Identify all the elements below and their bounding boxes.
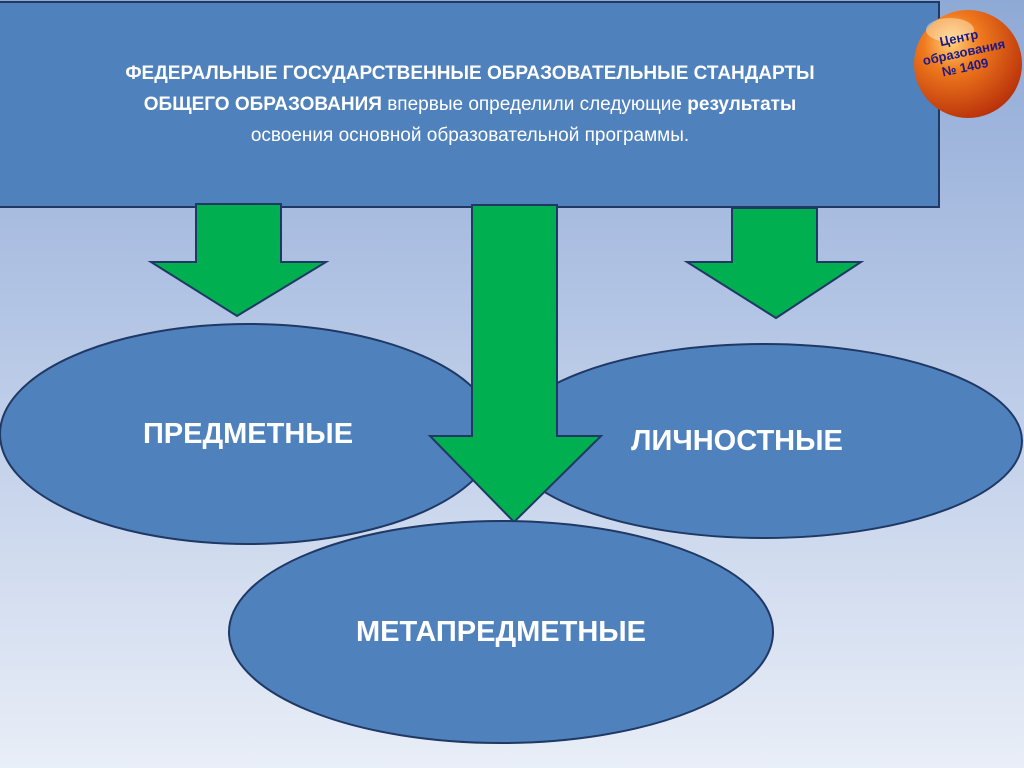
header-normal-2: освоения основной образовательной програ… <box>250 125 690 146</box>
arrow-center <box>427 204 604 524</box>
header-bold-3: результаты <box>687 94 797 115</box>
label-lichnostnye: ЛИЧНОСТНЫЕ <box>631 425 843 457</box>
arrow-left <box>147 203 330 318</box>
ellipse-metapredmetnye <box>228 520 774 744</box>
header-text: ФЕДЕРАЛЬНЫЕ ГОСУДАРСТВЕННЫЕ ОБРАЗОВАТЕЛЬ… <box>30 58 910 151</box>
header-normal-1: впервые определили следующие <box>381 94 688 115</box>
arrow-right <box>683 207 865 320</box>
header-bold-1: ФЕДЕРАЛЬНЫЕ ГОСУДАРСТВЕННЫЕ ОБРАЗОВАТЕЛЬ… <box>125 63 815 84</box>
logo-ball <box>914 10 1022 118</box>
header-box <box>0 1 940 208</box>
label-predmetnye: ПРЕДМЕТНЫЕ <box>142 418 354 450</box>
header-bold-2: ОБЩЕГО ОБРАЗОВАНИЯ <box>143 94 382 115</box>
label-metapredmetnye: МЕТАПРЕДМЕТНЫЕ <box>355 616 647 648</box>
